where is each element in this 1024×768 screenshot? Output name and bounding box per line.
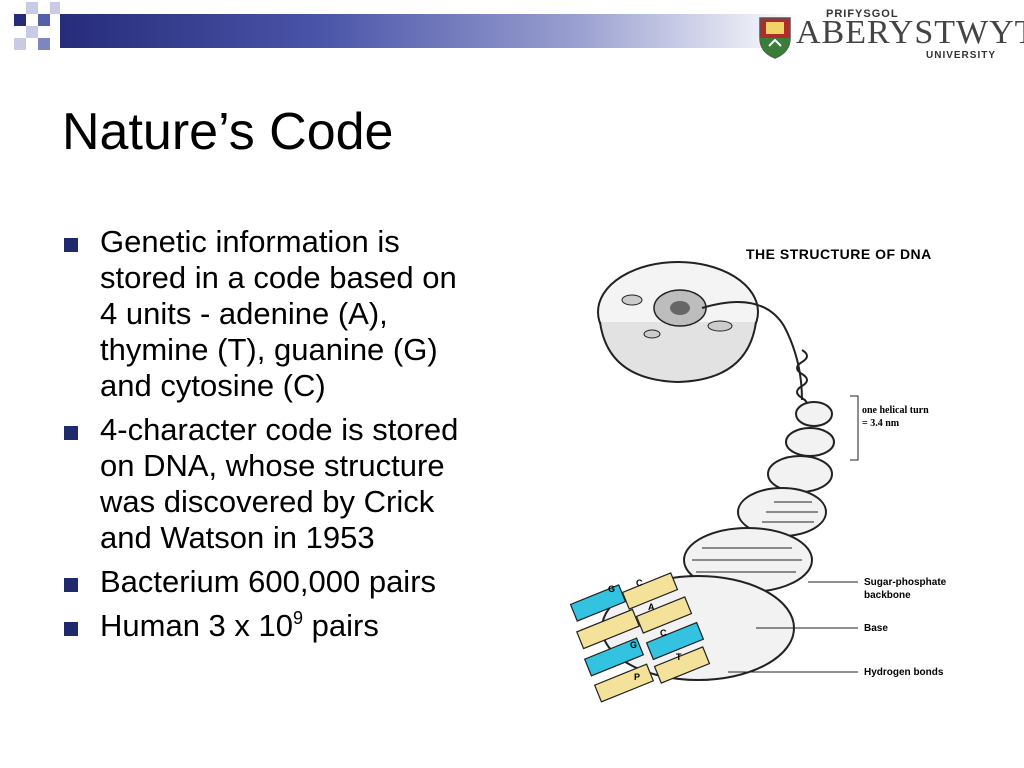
bullet-square-icon xyxy=(64,578,78,592)
label-backbone: Sugar-phosphate backbone xyxy=(864,577,947,601)
base-letters: G C A G C T P xyxy=(608,578,682,682)
deco-square xyxy=(50,2,60,14)
deco-square xyxy=(14,38,26,50)
helix-rungs xyxy=(692,501,818,573)
bullet-item: Bacterium 600,000 pairs xyxy=(62,564,542,600)
bullet-text-suffix: pairs xyxy=(303,608,379,643)
bullet-square-icon xyxy=(64,426,78,440)
base-letter: C xyxy=(636,578,643,588)
chromatin-strand xyxy=(701,301,803,401)
header-gradient-bar xyxy=(60,14,800,48)
label-base: Base xyxy=(864,623,888,634)
bullet-superscript: 9 xyxy=(293,608,304,628)
bullet-square-icon xyxy=(64,238,78,252)
bullet-text: Genetic information is stored in a code … xyxy=(100,224,457,403)
figure-title: THE STRUCTURE OF DNA xyxy=(746,246,932,262)
bullet-item: 4-character code is stored on DNA, whose… xyxy=(62,412,542,556)
base-pairs xyxy=(569,572,711,703)
deco-square xyxy=(38,14,50,26)
university-logo: PRIFYSGOL ABERYSTWYTH UNIVERSITY xyxy=(756,6,1024,64)
deco-square xyxy=(26,2,38,14)
deco-square xyxy=(26,26,38,38)
logo-bottom-line: UNIVERSITY xyxy=(926,50,997,61)
bullet-text: Bacterium 600,000 pairs xyxy=(100,564,437,599)
bullet-text: Human 3 x 10 xyxy=(100,608,293,643)
base-letter: C xyxy=(660,628,667,638)
logo-top-line: PRIFYSGOL xyxy=(826,8,899,20)
bullet-item: Human 3 x 109 pairs xyxy=(62,608,542,644)
slide-title: Nature’s Code xyxy=(62,103,394,161)
bullet-square-icon xyxy=(64,622,78,636)
label-hydrogen-bonds: Hydrogen bonds xyxy=(864,667,944,678)
logo-main-text: ABERYSTWYTH xyxy=(796,14,1024,51)
dna-structure-figure: THE STRUCTURE OF DNA xyxy=(552,230,1012,710)
bullet-text: 4-character code is stored on DNA, whose… xyxy=(100,412,459,555)
deco-square xyxy=(38,38,50,50)
dna-illustration: G C A G C T P xyxy=(569,261,859,703)
base-letter: T xyxy=(676,652,682,662)
base-letter: P xyxy=(634,672,640,682)
bullet-list: Genetic information is stored in a code … xyxy=(62,224,542,652)
decorative-squares xyxy=(14,2,60,50)
deco-square xyxy=(14,14,26,26)
base-letter: G xyxy=(630,640,637,650)
crest-icon xyxy=(759,17,791,59)
cell-drawing xyxy=(597,261,759,384)
label-helical-turn: one helical turn = 3.4 nm xyxy=(862,405,929,429)
bullet-item: Genetic information is stored in a code … xyxy=(62,224,542,404)
base-letter: G xyxy=(608,584,615,594)
base-letter: A xyxy=(648,602,655,612)
label-pointers xyxy=(728,395,859,673)
